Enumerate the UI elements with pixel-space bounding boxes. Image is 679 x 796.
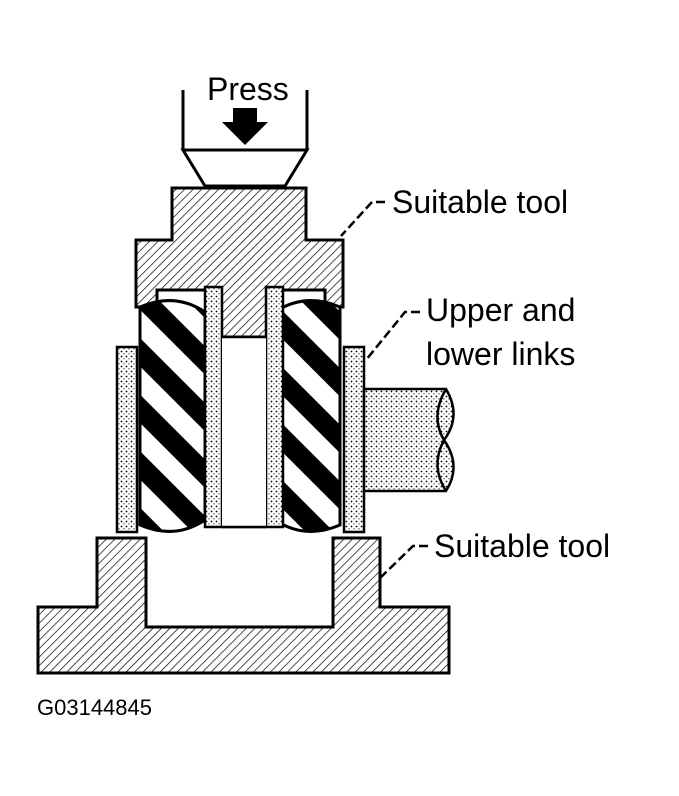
links-label-line1: Upper and	[426, 292, 575, 328]
press-arrow-icon	[222, 108, 268, 145]
figure-id: G03144845	[37, 695, 152, 720]
lower-suitable-tool	[36, 536, 451, 675]
leader-top-tool	[340, 200, 385, 237]
leader-bottom-tool	[377, 544, 428, 581]
top-tool-label: Suitable tool	[392, 184, 568, 220]
press-label: Press	[207, 71, 289, 107]
links-label-line2: lower links	[426, 336, 575, 372]
rubber-bushing	[138, 299, 342, 533]
bottom-tool-label: Suitable tool	[434, 528, 610, 564]
press-ram	[180, 90, 310, 188]
inner-sleeve	[203, 285, 285, 529]
link-arm	[362, 387, 455, 493]
leader-links	[365, 310, 420, 361]
